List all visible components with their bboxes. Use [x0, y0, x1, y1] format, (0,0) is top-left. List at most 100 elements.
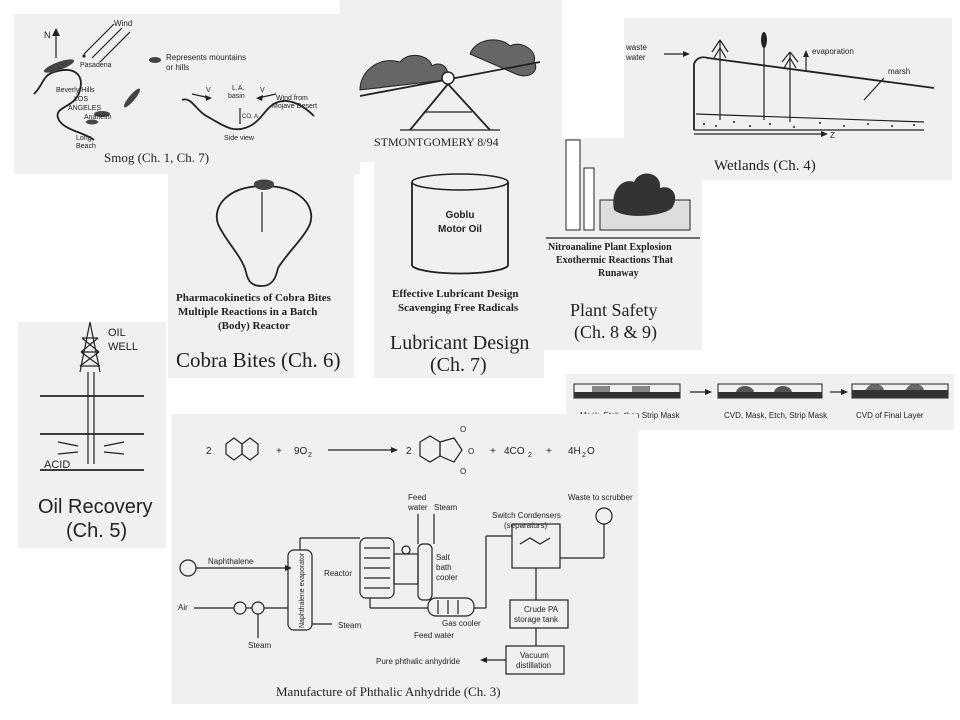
marsh-label: marsh — [888, 67, 910, 76]
gas-cooler-label: Gas cooler — [442, 619, 481, 628]
plant-caption-line2: Exothermic Reactions That — [556, 255, 674, 266]
acid-label: ACID — [44, 459, 70, 471]
plant-caption-line1: Nitroanaline Plant Explosion — [548, 242, 672, 253]
plant-safety-panel: Nitroanaline Plant Explosion Exothermic … — [544, 138, 702, 350]
angeles-label: ANGELES — [68, 105, 101, 112]
cvd-step3-label: CVD of Final Layer — [856, 411, 924, 420]
vacuum-line1: Vacuum — [520, 651, 549, 660]
smog-caption: Smog (Ch. 1, Ch. 7) — [104, 150, 210, 165]
cobra-figure — [215, 179, 313, 287]
water-label: water — [625, 53, 646, 62]
wetlands-caption: Wetlands (Ch. 4) — [714, 158, 816, 174]
can-label-line2: Motor Oil — [438, 224, 482, 235]
basin-label: basin — [228, 93, 245, 100]
eq-h2o: 4H — [568, 446, 581, 457]
crude-line1: Crude PA — [524, 605, 559, 614]
steam-top-label: Steam — [434, 503, 457, 512]
waste-label: waste — [625, 43, 647, 52]
oil-recovery-title-line2: (Ch. 5) — [66, 520, 128, 542]
anaheim-label: Anaheim — [84, 114, 112, 121]
eq-o2-atom: O — [468, 447, 474, 456]
eq-h2o-sub: 2 — [582, 452, 586, 459]
phthalic-caption: Manufacture of Phthalic Anhydride (Ch. 3… — [276, 684, 501, 699]
long-label: Long — [76, 135, 92, 142]
smog-map-figure: N Wind Represents mountains or hills Pas… — [33, 19, 317, 150]
cobra-panel: Pharmacokinetics of Cobra Bites Multiple… — [168, 172, 354, 378]
z-label: Z — [830, 131, 835, 140]
phthalic-process-figure: 2 + 9O 2 2 O O O + 4CO 2 + 4H 2 O Naphth… — [178, 425, 633, 675]
salt-line1: Salt — [436, 553, 451, 562]
pasadena-label: Pasadena — [80, 62, 112, 69]
lubricant-caption-line1: Effective Lubricant Design — [392, 288, 519, 300]
v-right-label: V — [260, 87, 265, 94]
plant-title-line2: (Ch. 8 & 9) — [574, 322, 657, 342]
beverly-hills-label: Beverly Hills — [56, 87, 95, 94]
wind-label: Wind — [114, 19, 132, 28]
eq-o2: 9O — [294, 446, 308, 457]
evaporation-label: evaporation — [812, 47, 854, 56]
cvd-step2-label: CVD, Mask, Etch, Strip Mask — [724, 411, 828, 420]
microelectronics-panel: Mask, Etch, then Strip Mask CVD, Mask, E… — [566, 374, 954, 430]
eq-plus2: + — [490, 446, 496, 457]
lubricant-caption-line2: Scavenging Free Radicals — [398, 302, 519, 314]
feed-water-top-line2: water — [407, 503, 428, 512]
cobra-caption-line3: (Body) Reactor — [218, 320, 290, 332]
north-label: N — [44, 30, 51, 40]
beach-label: Beach — [76, 143, 96, 150]
plant-explosion-figure — [546, 139, 700, 239]
steam-mid-label: Steam — [338, 621, 361, 630]
lubricant-title-line1: Lubricant Design — [390, 332, 530, 354]
phthalic-panel: 2 + 9O 2 2 O O O + 4CO 2 + 4H 2 O Naphth… — [172, 414, 638, 704]
co-a-label: CO, A — [242, 114, 258, 120]
pure-pa-label: Pure phthalic anhydride — [376, 657, 461, 666]
legend-line2: or hills — [166, 63, 189, 72]
lubricant-title-line2: (Ch. 7) — [430, 354, 487, 376]
can-label-line1: Goblu — [446, 210, 475, 221]
well-label: WELL — [108, 341, 138, 353]
feed-water-top-line1: Feed — [408, 493, 426, 502]
cobra-caption-line2: Multiple Reactions in a Batch — [178, 306, 318, 318]
eq-h2o-o: O — [587, 446, 595, 457]
seesaw-panel: STMONTGOMERY 8/94 — [340, 0, 562, 162]
switch-line1: Switch Condensers — [492, 511, 561, 520]
wind-from-label: Wind from — [276, 95, 308, 102]
eq-coef2: 2 — [406, 446, 412, 457]
cvd-process-figure: Mask, Etch, then Strip Mask CVD, Mask, E… — [573, 383, 949, 420]
eq-coef1: 2 — [206, 446, 212, 457]
steam-left-label: Steam — [248, 641, 271, 650]
air-label: Air — [178, 603, 188, 612]
oil-recovery-panel: OIL WELL ACID Oil Recovery (Ch. 5) — [18, 322, 166, 548]
salt-line3: cooler — [436, 573, 458, 582]
eq-co2: 4CO — [504, 446, 525, 457]
eq-plus1: + — [276, 446, 282, 457]
vacuum-line2: distillation — [516, 661, 551, 670]
seesaw-signature: STMONTGOMERY 8/94 — [374, 135, 499, 149]
cobra-title: Cobra Bites (Ch. 6) — [176, 348, 341, 372]
plant-caption-line3: Runaway — [598, 268, 639, 279]
oil-label: OIL — [108, 327, 126, 339]
plant-title-line1: Plant Safety — [570, 300, 658, 320]
legend-line1: Represents mountains — [166, 53, 246, 62]
oil-can-figure: Goblu Motor Oil — [411, 173, 509, 275]
feed-water-bottom-label: Feed water — [414, 631, 454, 640]
side-view-label: Side view — [224, 135, 255, 142]
eq-co2-sub: 2 — [528, 452, 532, 459]
eq-plus3: + — [546, 446, 552, 457]
eq-o1: O — [460, 425, 466, 434]
waste-scrubber-label: Waste to scrubber — [568, 493, 633, 502]
naphthalene-label: Naphthalene — [208, 557, 254, 566]
crude-line2: storage tank — [514, 615, 559, 624]
lubricant-panel: Goblu Motor Oil Effective Lubricant Desi… — [374, 160, 544, 378]
evaporator-label: Naphthalene evaporator — [299, 552, 306, 628]
reactor-label: Reactor — [324, 569, 352, 578]
salt-line2: bath — [436, 563, 452, 572]
mojave-label: Mojave Desert — [272, 103, 317, 110]
switch-line2: (separators) — [504, 521, 547, 530]
la-label: L.A. — [232, 85, 245, 92]
eq-o2-sub: 2 — [308, 452, 312, 459]
oil-well-figure: OIL WELL ACID — [40, 322, 144, 471]
eq-o3: O — [460, 467, 466, 476]
smog-panel: N Wind Represents mountains or hills Pas… — [14, 14, 360, 174]
seesaw-figure: STMONTGOMERY 8/94 — [359, 39, 541, 149]
cobra-caption-line1: Pharmacokinetics of Cobra Bites — [176, 292, 331, 304]
